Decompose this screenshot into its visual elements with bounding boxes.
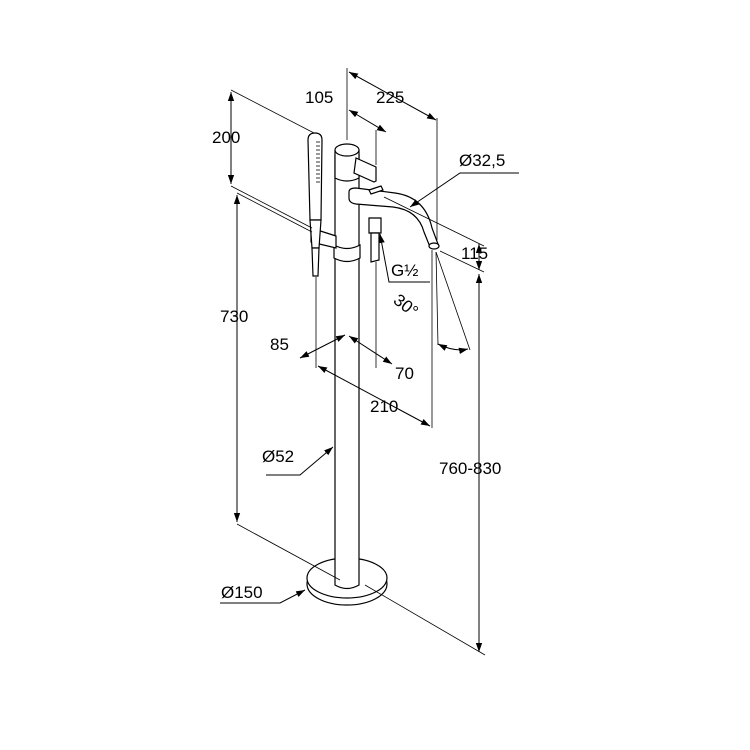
label-52: Ø52 [262,447,294,466]
dim-leader-32-5 [409,172,519,208]
dim-line-70 [348,335,393,365]
label-150: Ø150 [221,583,263,602]
label-70: 70 [395,364,414,383]
dim-line-85 [299,334,346,359]
mixer-lever [353,157,377,183]
dim-leader-thread [378,233,430,283]
hose-connection [368,217,382,234]
label-760-830: 760-830 [439,459,501,478]
label-32-5: Ø32,5 [459,151,505,170]
dim-line-105 [348,109,387,133]
label-115: 115 [461,244,488,263]
label-225: 225 [376,88,404,107]
label-30-deg: 30° [390,290,422,321]
column-collar [333,243,361,263]
hose-pipe [370,232,380,263]
label-85: 85 [270,335,289,354]
faucet-body [306,132,440,606]
dim-leader-150 [220,589,306,604]
head-top [334,143,360,157]
dim-line-210 [317,365,431,427]
label-105: 105 [305,88,333,107]
shower-hose-stub [311,247,320,277]
main-column [334,154,360,590]
spout-outlet [428,242,440,250]
shower-face-texture [316,141,320,183]
hand-shower-grip [309,219,322,249]
dim-line-225 [348,71,437,121]
dim-arc-30deg [437,343,469,354]
dimension-labels: 105 225 200 Ø32,5 115 G½ 30° 730 85 70 2… [212,88,505,602]
label-730: 730 [220,307,248,326]
label-200: 200 [212,128,240,147]
label-210: 210 [370,397,398,416]
diverter-knob [368,185,384,195]
hand-shower [307,132,323,221]
dim-leader-52 [266,446,334,476]
dimension-lines [220,71,519,652]
label-thread: G½ [391,261,418,280]
